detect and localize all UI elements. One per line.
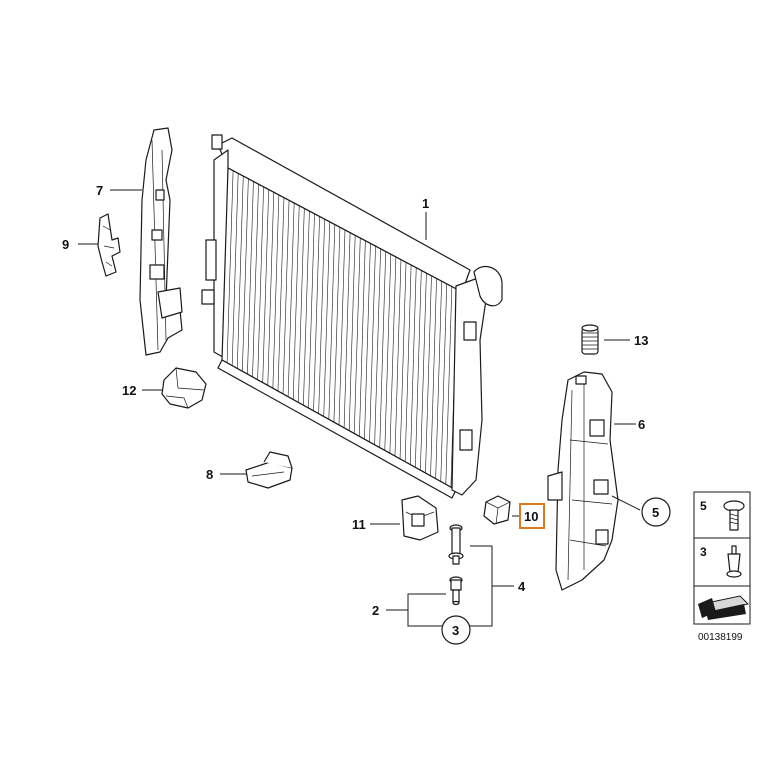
radiator-fin (308, 213, 315, 409)
radiator-fin (353, 238, 361, 434)
diagram-code: 00138199 (698, 632, 743, 643)
radiator-fin (409, 267, 417, 465)
radiator-fin (328, 224, 336, 420)
radiator-fin (389, 256, 397, 454)
radiator-fin (257, 186, 264, 380)
radiator-fin (374, 248, 381, 445)
radiator-fin (292, 205, 300, 400)
label-8: 8 (206, 467, 213, 482)
right-air-duct-bracket[interactable] (547, 371, 619, 591)
label-6: 6 (638, 417, 645, 432)
label-10[interactable]: 10 (524, 509, 538, 524)
label-9: 9 (62, 237, 69, 252)
radiator-fin (445, 286, 453, 485)
radiator-fin (252, 184, 259, 377)
radiator-fin (420, 273, 427, 471)
radiator-fin (369, 246, 376, 442)
clip-icon (726, 545, 742, 578)
highlight-box-10 (519, 503, 545, 529)
radiator-fin (272, 194, 280, 389)
holder-part-8[interactable] (245, 451, 293, 489)
radiator-fin (435, 281, 442, 479)
radiator-fin (348, 235, 356, 431)
radiator-fin (364, 243, 371, 440)
radiator-fin (384, 254, 392, 451)
radiator-fin (247, 181, 254, 375)
radiator-fin (399, 262, 407, 459)
radiator[interactable] (201, 134, 503, 499)
radiator-fin (282, 200, 290, 394)
radiator-fin (267, 192, 275, 386)
clip-part-9[interactable] (97, 213, 121, 277)
radiator-fin (277, 197, 285, 392)
radiator-fin (440, 283, 448, 482)
radiator-fin (430, 278, 437, 476)
radiator-fin (359, 240, 366, 437)
rubber-mount-part-12[interactable] (161, 367, 207, 409)
bracket-part-11[interactable] (401, 495, 439, 541)
screw-icon (723, 500, 745, 531)
radiator-fin (404, 265, 412, 462)
radiator-fin (313, 216, 320, 411)
radiator-fin (379, 251, 386, 448)
radiator-fin (262, 189, 269, 383)
legend-label-3: 3 (700, 545, 707, 559)
label-5: 5 (652, 505, 659, 520)
label-13: 13 (634, 333, 648, 348)
label-12: 12 (122, 383, 136, 398)
radiator-fin (338, 229, 346, 426)
radiator-fin (425, 275, 432, 474)
bolt-part-2[interactable] (449, 576, 463, 606)
radiator-fin (415, 270, 422, 468)
radiator-fin (236, 176, 244, 369)
label-7: 7 (96, 183, 103, 198)
arrow-icon (698, 595, 750, 620)
radiator-fin (394, 259, 402, 457)
leader-lines (78, 189, 641, 627)
callout-circle-3 (441, 615, 471, 645)
spring-part-13[interactable] (581, 324, 599, 355)
label-3: 3 (452, 623, 459, 638)
parts-legend: 5 3 (693, 491, 751, 625)
radiator-fin (323, 221, 331, 417)
callout-circle-5 (641, 497, 671, 527)
radiator-fin (303, 211, 310, 406)
radiator-fin (287, 203, 295, 397)
rubber-bush-part-10[interactable] (483, 495, 511, 525)
radiator-fin (333, 227, 341, 423)
radiator-fin (298, 208, 305, 403)
radiator-fin (318, 219, 325, 414)
label-4: 4 (518, 579, 526, 594)
label-2: 2 (372, 603, 379, 618)
radiator-fin (231, 173, 239, 366)
radiator-fin (343, 232, 351, 428)
label-1: 1 (422, 196, 429, 211)
left-air-duct-bracket[interactable] (139, 127, 183, 356)
radiator-fin (242, 178, 249, 372)
radiator-fin (226, 170, 234, 363)
label-11: 11 (352, 517, 366, 532)
bolt-part-4[interactable] (448, 524, 464, 565)
legend-label-5: 5 (700, 499, 707, 513)
